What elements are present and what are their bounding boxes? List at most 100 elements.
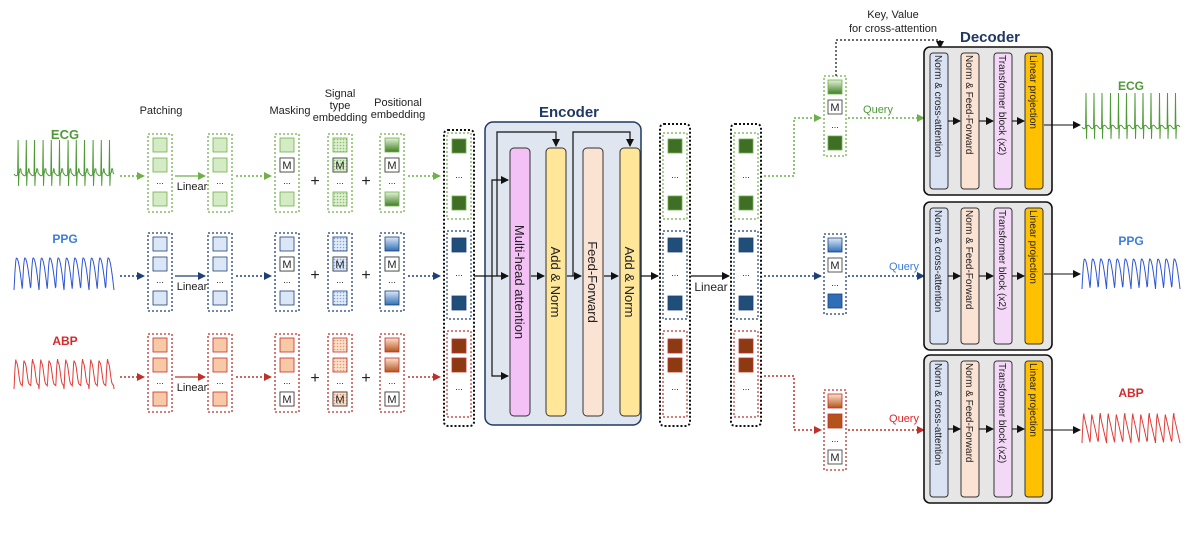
abp-decoder-layer-label-1: Norm & Feed-Forward	[963, 363, 974, 462]
linear-output-ellipsis: ...	[742, 382, 750, 392]
linear-output-group	[733, 230, 759, 320]
ppg-linear-column	[207, 232, 233, 312]
masking-label: Masking	[270, 105, 311, 117]
ppg-query-column-mask-token	[827, 257, 843, 273]
ecg-positional-column-token	[384, 137, 400, 153]
plus-sign: +	[361, 173, 370, 190]
abp-patch-column-ellipsis: ...	[156, 376, 164, 386]
abp-linear-column-token	[212, 391, 228, 407]
encoder-output-ellipsis: ...	[671, 268, 679, 278]
encoder-output-group	[662, 230, 688, 320]
linear-label-encoder-out: Linear	[694, 280, 727, 294]
ecg-positional-column-mask-token	[384, 157, 400, 173]
linear-output-group	[733, 132, 759, 220]
encoder-input-token	[451, 138, 467, 154]
abp-query-column-ellipsis: ...	[831, 434, 839, 444]
ecg-masked-column-token	[279, 137, 295, 153]
ppg-decoder-layer-label-0: Norm & cross-attention	[932, 210, 943, 312]
abp-decoder-layer-label-3: Linear projection	[1027, 363, 1038, 437]
ecg-decoder-layer-label-0: Norm & cross-attention	[932, 55, 943, 157]
residual-arrow-1	[496, 131, 560, 276]
add-norm-label-2: Add & Norm	[622, 247, 637, 318]
ecg-decoder-layer-label-2: Transformer block (x2)	[996, 55, 1007, 155]
linear-output-token	[738, 138, 754, 154]
abp-decoder-layer-label-2: Transformer block (x2)	[996, 363, 1007, 463]
ppg-linear-column-token	[212, 256, 228, 272]
linear-output-token	[738, 195, 754, 211]
abp-linear-column-token	[212, 337, 228, 353]
ecg-linear-column-token	[212, 157, 228, 173]
ecg-input-label: ECG	[51, 127, 79, 142]
encoder-output-ellipsis: ...	[671, 382, 679, 392]
ppg-positional-column-ellipsis: ...	[388, 275, 396, 285]
abp-input-label: ABP	[52, 334, 77, 348]
plus-sign: +	[361, 370, 370, 387]
ppg-linear-column-token	[212, 290, 228, 306]
abp-masked-column-ellipsis: ...	[283, 376, 291, 386]
linear-label-abp: Linear	[177, 382, 208, 394]
abp-linear-column-ellipsis: ...	[216, 376, 224, 386]
abp-masked-column-mask-token	[279, 391, 295, 407]
ppg-patch-column-token	[152, 256, 168, 272]
decoder-title: Decoder	[960, 29, 1020, 46]
plus-sign: +	[361, 267, 370, 284]
ecg-signal-embedding-column-mask-label: M	[335, 160, 344, 172]
abp-positional-column-mask-token	[384, 391, 400, 407]
abp-to-query-arrow	[764, 375, 822, 434]
ppg-output-label: PPG	[1118, 234, 1143, 248]
encoder-input-token	[451, 357, 467, 373]
linear-label-ecg: Linear	[177, 181, 208, 193]
ppg-decoder-layer-label-1: Norm & Feed-Forward	[963, 210, 974, 309]
ppg-decoder-layer-label-3: Linear projection	[1027, 210, 1038, 284]
abp-positional-column-mask-label: M	[387, 394, 396, 406]
encoder-block: Encoder Multi-head attention Add & Norm …	[484, 104, 642, 426]
abp-masked-column	[274, 333, 300, 413]
abp-decoder-layer-3	[1024, 360, 1044, 498]
abp-patch-column-token	[152, 337, 168, 353]
ppg-signal-embedding-column-mask-token	[332, 256, 348, 272]
add-norm-block-1	[545, 147, 567, 417]
abp-output-waveform	[1081, 413, 1181, 444]
abp-query-column	[823, 389, 847, 471]
feed-forward-label: Feed-Forward	[585, 241, 600, 323]
abp-query-column-mask-token	[827, 449, 843, 465]
abp-query-column-token	[827, 413, 843, 429]
abp-linear-column	[207, 333, 233, 413]
linear-output-group	[733, 330, 759, 418]
abp-signal-embedding-column-ellipsis: ...	[336, 376, 344, 386]
ppg-query-column-token	[827, 293, 843, 309]
linear-output-token	[738, 338, 754, 354]
ecg-output-label: ECG	[1118, 79, 1144, 93]
linear-output-token	[738, 237, 754, 253]
abp-signal-embedding-column-mask-token	[332, 391, 348, 407]
ecg-masked-column-mask-label: M	[282, 160, 291, 172]
encoder-output-token	[667, 138, 683, 154]
ecg-decoder-layer-label-1: Norm & Feed-Forward	[963, 55, 974, 154]
ecg-masked-column-ellipsis: ...	[283, 176, 291, 186]
ppg-masked-column-ellipsis: ...	[283, 275, 291, 285]
ecg-positional-column-token	[384, 191, 400, 207]
ecg-masked-column-token	[279, 191, 295, 207]
mha-branch-arrow	[491, 276, 509, 380]
patching-label: Patching	[140, 105, 183, 117]
feed-forward-block	[582, 147, 604, 417]
ecg-positional-column	[379, 133, 405, 213]
abp-output-label: ABP	[1118, 386, 1143, 400]
ecg-patch-column	[147, 133, 173, 213]
encoder-input-group	[446, 132, 472, 220]
ppg-patch-column-ellipsis: ...	[156, 275, 164, 285]
abp-linear-column-token	[212, 357, 228, 373]
key-value-label: Key, Value	[867, 9, 919, 21]
add-norm-block-2	[619, 147, 641, 417]
abp-patch-column-token	[152, 357, 168, 373]
add-norm-label-1: Add & Norm	[548, 247, 563, 318]
abp-patch-column	[147, 333, 173, 413]
abp-signal-embedding-column	[327, 333, 353, 413]
plus-sign: +	[310, 267, 319, 284]
ppg-input-waveform	[13, 257, 115, 291]
encoder-input-token	[451, 295, 467, 311]
ecg-query-column	[823, 75, 847, 157]
ecg-decoder-layer-label-3: Linear projection	[1027, 55, 1038, 129]
ecg-decoder-layer-3	[1024, 52, 1044, 190]
mha-branch-arrow	[491, 176, 509, 276]
